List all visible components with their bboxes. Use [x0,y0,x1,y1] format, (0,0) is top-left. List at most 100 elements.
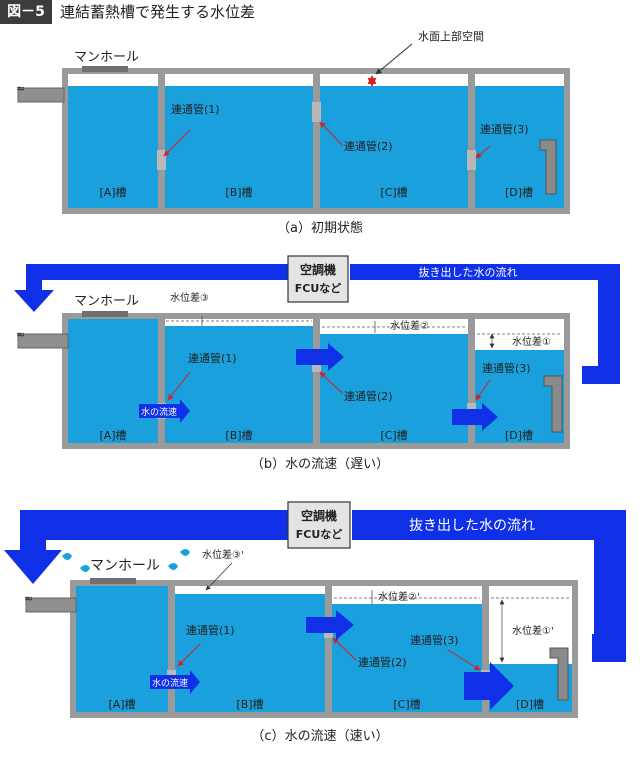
caption-a: （a）初期状態 [277,220,363,236]
pipe-3-pointer [447,649,481,671]
connecting-pipe-3 [467,150,476,170]
flow-return-right [592,512,626,662]
pipe-1-label: 連通管(1) [171,102,220,116]
tank-a-label: [A]槽 [99,429,126,442]
tank-c-water [320,86,468,208]
tank-b-water [165,326,313,443]
pipe-2-pointer [319,121,344,147]
flow-bar-down [26,264,42,290]
manhole-cover [82,311,128,317]
tank-b-label: [B]槽 [225,186,252,199]
tank-c-label: [C]槽 [380,186,407,199]
pipe-3-label: 連通管(3) [410,633,459,647]
pipe-3-label: 連通管(3) [480,122,529,136]
pipe-2-label: 連通管(2) [344,389,393,403]
flow-arrow-head-down [14,290,54,312]
tank-d-label: [D]槽 [505,186,533,199]
flow-bar-down [20,510,46,550]
tank-d-water [475,350,564,443]
pipe-2-pointer [319,371,344,395]
connecting-pipe-2 [312,102,321,122]
tank-c-water [332,604,482,712]
pipe-1-pointer [163,129,191,157]
inlet-pipe [17,87,65,103]
inlet-pipe [25,597,77,613]
pipe-1-pointer [167,371,191,401]
suction-pipe [539,139,557,195]
caption-b: （b）水の流速（遅い） [251,457,389,472]
fcu-label-2: FCUなど [296,528,343,541]
panel-b-slow-flow: 空調機 FCUなど 抜き出した水の流れ ≈ マンホール 水位差③ 水位差② 水位… [14,255,620,472]
pipe-break-icon: ≈ [24,592,33,605]
level-diff-1-label: 水位差① [512,335,551,348]
level-diff-3-pointer [205,562,233,591]
caption-c: （c）水の流速（速い） [251,729,388,744]
flow-arrow-head-down [4,550,62,584]
velocity-label: 水の流速 [152,677,188,689]
level-diff-3-label: 水位差③' [202,548,244,561]
tank-c-water [320,334,468,443]
tank-a-water [68,86,158,208]
splash-drop-icon [62,553,72,560]
flow-arrow-b-to-c [296,343,344,371]
manhole-label: マンホール [74,294,139,309]
level-diff-2-label: 水位差② [390,319,429,332]
level-diff-1-label: 水位差①' [512,624,554,637]
headspace-pointer [375,43,413,75]
pipe-1-pointer [177,643,201,667]
splash-drop-icon [180,549,190,556]
manhole-label: マンホール [90,558,160,574]
flow-out-label: 抜き出した水の流れ [409,518,535,534]
velocity-arrow [139,399,190,423]
flow-arrow-c-to-d [464,662,514,710]
suction-pipe [543,375,563,433]
flow-bar-top-right [352,510,626,540]
tank-d-label: [D]槽 [516,698,544,711]
level-diff-2-label: 水位差②' [378,590,420,603]
tank-a-water [76,586,168,712]
panel-a-initial-state: ≈ マンホール 水面上部空間 連通管(1) 連通管(2) 連通管(3) [A]槽… [16,29,570,236]
suction-pipe [549,647,569,701]
connecting-pipe-1 [157,150,166,170]
flow-bar-top-left [26,264,288,280]
manhole-cover [90,578,136,584]
headspace-label: 水面上部空間 [418,29,484,43]
pipe-break-icon: ≈ [16,328,25,341]
manhole-label: マンホール [74,50,139,65]
manhole-cover [82,66,128,72]
panel-c-fast-flow: 空調機 FCUなど 抜き出した水の流れ ≈ マンホール 水位差③' 水位差②' … [4,501,626,744]
fcu-box [287,501,351,549]
pipe-break-icon: ≈ [16,82,25,95]
tank-a-label: [A]槽 [99,186,126,199]
flow-arrow-c-to-d [452,403,498,431]
level-diff-3-label: 水位差③ [170,291,209,304]
figure-title: 連結蓄熱槽で発生する水位差 [60,3,256,21]
velocity-label: 水の流速 [141,406,177,418]
pipe-1-label: 連通管(1) [186,623,235,637]
pipe-2-pointer [332,637,357,661]
pipe-2-label: 連通管(2) [358,655,407,669]
splash-drop-icon [80,565,90,572]
tank-b-label: [B]槽 [236,698,263,711]
pipe-3-label: 連通管(3) [482,361,531,375]
inlet-pipe [17,333,69,349]
pipe-3-pointer [475,145,491,159]
pipe-2-label: 連通管(2) [344,139,393,153]
tank-a-label: [A]槽 [108,698,135,711]
tank-d-label: [D]槽 [505,429,533,442]
tank-c-label: [C]槽 [380,429,407,442]
pipe-1-label: 連通管(1) [188,351,237,365]
splash-drop-icon [168,563,178,570]
tank-b-water [165,86,313,208]
tank-a-water [68,319,158,443]
tank-c-label: [C]槽 [393,698,420,711]
flow-return-right [582,266,620,384]
fcu-box [287,255,349,303]
figure-number-badge: 図－5 [0,0,52,24]
pipe-3-pointer [475,379,491,401]
flow-arrow-b-to-c [306,610,354,640]
fcu-label-1: 空調機 [301,508,337,523]
tank-b-label: [B]槽 [225,429,252,442]
flow-out-label: 抜き出した水の流れ [419,265,518,279]
